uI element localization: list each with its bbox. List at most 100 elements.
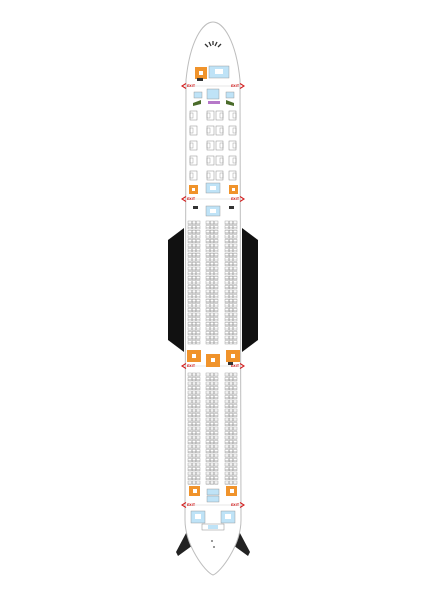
economy-seat[interactable]	[224, 449, 229, 453]
economy-seat[interactable]	[214, 220, 219, 225]
economy-seat[interactable]	[228, 294, 233, 299]
economy-seat[interactable]	[187, 467, 192, 471]
economy-seat[interactable]	[187, 404, 192, 408]
economy-seat[interactable]	[187, 252, 192, 257]
economy-seat[interactable]	[228, 326, 233, 331]
economy-seat[interactable]	[187, 234, 192, 239]
economy-seat[interactable]	[205, 294, 210, 299]
economy-seat[interactable]	[205, 229, 210, 234]
economy-seat[interactable]	[187, 326, 192, 331]
business-seat[interactable]	[189, 170, 198, 181]
economy-seat[interactable]	[209, 453, 214, 458]
economy-seat[interactable]	[214, 276, 219, 280]
economy-seat[interactable]	[191, 422, 196, 426]
economy-seat[interactable]	[191, 435, 196, 440]
economy-seat[interactable]	[228, 404, 233, 408]
economy-seat[interactable]	[205, 243, 210, 248]
economy-seat[interactable]	[196, 252, 201, 257]
economy-seat[interactable]	[214, 440, 219, 444]
economy-seat[interactable]	[233, 340, 238, 345]
economy-seat[interactable]	[209, 440, 214, 444]
economy-seat[interactable]	[233, 280, 238, 285]
economy-seat[interactable]	[228, 243, 233, 248]
economy-seat[interactable]	[209, 229, 214, 234]
economy-seat[interactable]	[233, 395, 238, 399]
economy-seat[interactable]	[187, 340, 192, 345]
economy-seat[interactable]	[196, 476, 201, 480]
economy-seat[interactable]	[214, 285, 219, 289]
business-seat[interactable]	[228, 140, 237, 151]
economy-seat[interactable]	[214, 322, 219, 326]
economy-seat[interactable]	[209, 417, 214, 422]
economy-seat[interactable]	[233, 386, 238, 390]
economy-seat[interactable]	[224, 408, 229, 413]
economy-seat[interactable]	[233, 243, 238, 248]
business-seat[interactable]	[206, 170, 215, 181]
economy-seat[interactable]	[187, 386, 192, 390]
economy-seat[interactable]	[205, 431, 210, 435]
economy-seat[interactable]	[224, 326, 229, 331]
economy-seat[interactable]	[233, 294, 238, 299]
economy-seat[interactable]	[228, 386, 233, 390]
economy-seat[interactable]	[228, 399, 233, 404]
economy-seat[interactable]	[187, 225, 192, 230]
economy-seat[interactable]	[191, 453, 196, 458]
economy-seat[interactable]	[214, 262, 219, 266]
economy-seat[interactable]	[191, 252, 196, 257]
economy-seat[interactable]	[224, 340, 229, 345]
economy-seat[interactable]	[187, 331, 192, 335]
economy-seat[interactable]	[191, 225, 196, 230]
economy-seat[interactable]	[196, 312, 201, 317]
economy-seat[interactable]	[224, 303, 229, 308]
economy-seat[interactable]	[191, 322, 196, 326]
economy-seat[interactable]	[214, 234, 219, 239]
business-seat[interactable]	[206, 140, 215, 151]
economy-seat[interactable]	[224, 220, 229, 225]
economy-seat[interactable]	[214, 239, 219, 243]
business-seat[interactable]	[206, 125, 215, 136]
economy-seat[interactable]	[214, 377, 219, 381]
economy-seat[interactable]	[209, 289, 214, 294]
economy-seat[interactable]	[187, 239, 192, 243]
economy-seat[interactable]	[191, 243, 196, 248]
economy-seat[interactable]	[233, 266, 238, 271]
economy-seat[interactable]	[187, 377, 192, 381]
business-seat[interactable]	[189, 155, 198, 166]
economy-seat[interactable]	[209, 299, 214, 303]
economy-seat[interactable]	[205, 257, 210, 262]
economy-seat[interactable]	[209, 426, 214, 431]
economy-seat[interactable]	[214, 266, 219, 271]
economy-seat[interactable]	[187, 243, 192, 248]
economy-seat[interactable]	[191, 239, 196, 243]
economy-seat[interactable]	[205, 276, 210, 280]
business-seat[interactable]	[206, 110, 215, 121]
economy-seat[interactable]	[214, 294, 219, 299]
economy-seat[interactable]	[233, 453, 238, 458]
economy-seat[interactable]	[214, 308, 219, 312]
economy-seat[interactable]	[191, 308, 196, 312]
economy-seat[interactable]	[209, 252, 214, 257]
economy-seat[interactable]	[214, 372, 219, 377]
economy-seat[interactable]	[205, 453, 210, 458]
economy-seat[interactable]	[209, 326, 214, 331]
economy-seat[interactable]	[187, 262, 192, 266]
economy-seat[interactable]	[205, 266, 210, 271]
economy-seat[interactable]	[233, 317, 238, 322]
economy-seat[interactable]	[209, 431, 214, 435]
economy-seat[interactable]	[214, 303, 219, 308]
economy-seat[interactable]	[224, 335, 229, 340]
economy-seat[interactable]	[196, 317, 201, 322]
economy-seat[interactable]	[196, 453, 201, 458]
economy-seat[interactable]	[228, 431, 233, 435]
economy-seat[interactable]	[209, 395, 214, 399]
economy-seat[interactable]	[187, 462, 192, 467]
economy-seat[interactable]	[205, 225, 210, 230]
economy-seat[interactable]	[191, 408, 196, 413]
economy-seat[interactable]	[191, 285, 196, 289]
business-seat[interactable]	[228, 125, 237, 136]
economy-seat[interactable]	[196, 471, 201, 476]
economy-seat[interactable]	[209, 449, 214, 453]
economy-seat[interactable]	[196, 280, 201, 285]
economy-seat[interactable]	[224, 381, 229, 386]
economy-seat[interactable]	[233, 220, 238, 225]
